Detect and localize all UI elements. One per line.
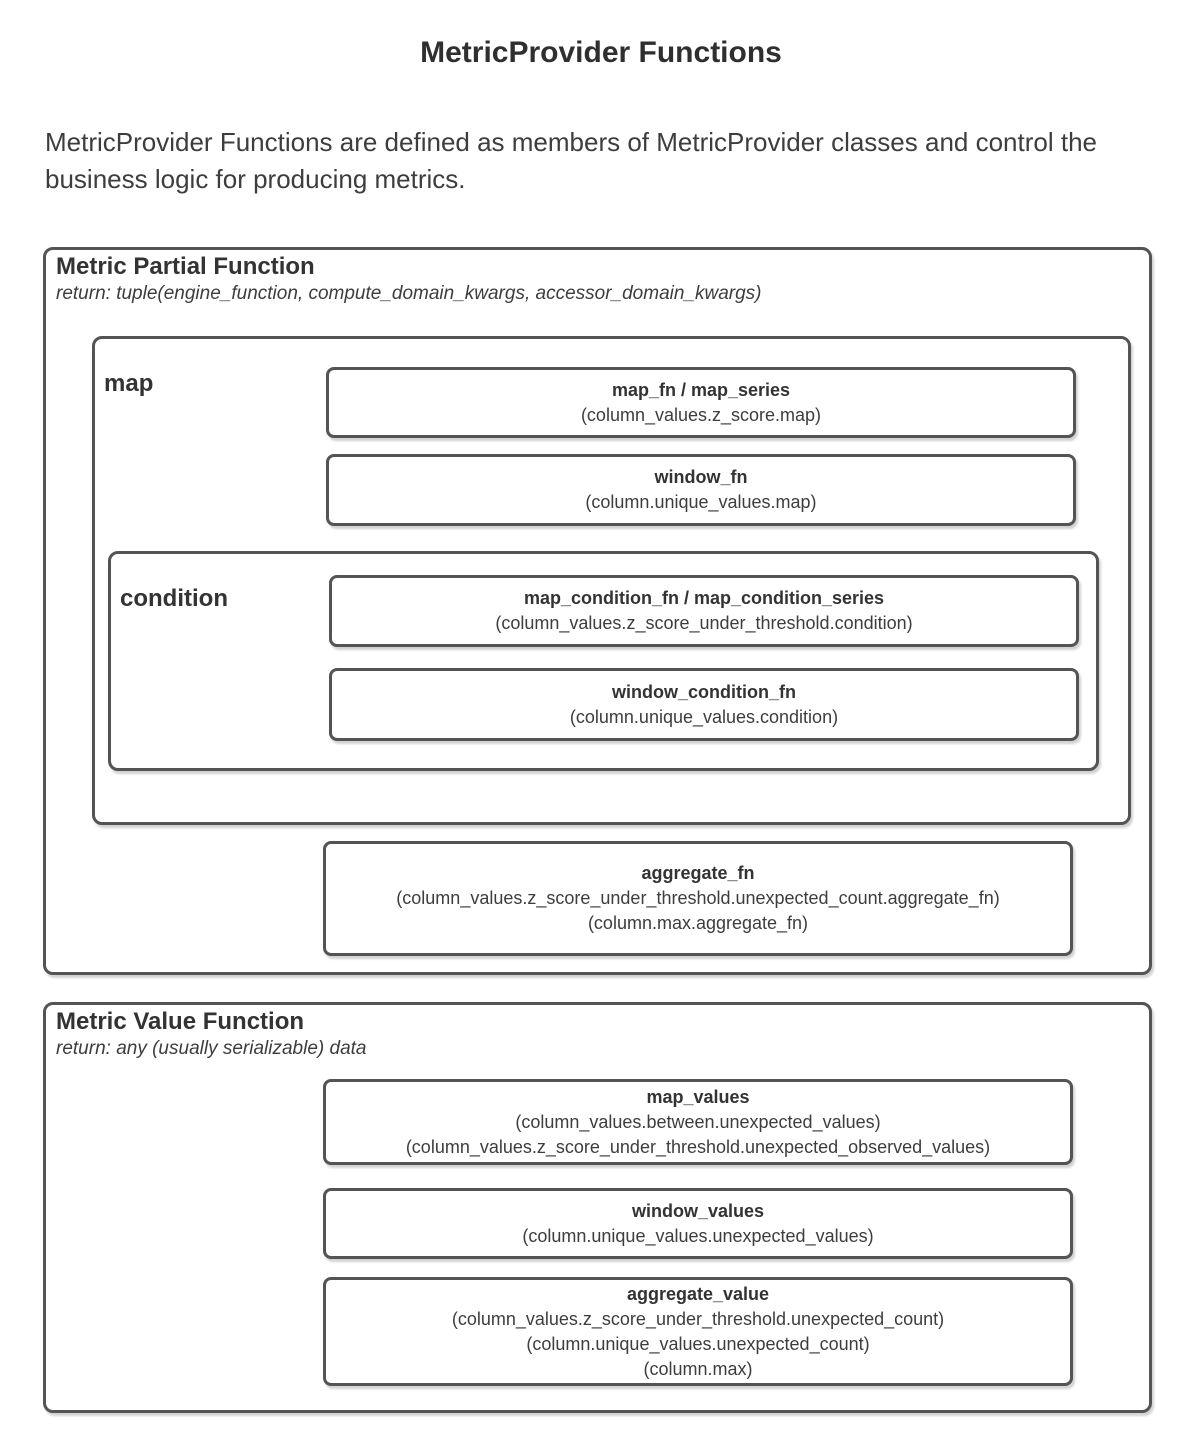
map-fn-example: (column_values.z_score.map) [580, 404, 822, 425]
map-fn-box: map_fn / map_series (column_values.z_sco… [326, 367, 1076, 438]
map-condition-fn-example: (column_values.z_score_under_threshold.c… [495, 613, 913, 633]
metric-partial-function-header: Metric Partial Function [56, 253, 315, 280]
window-fn-title: window_fn [654, 467, 748, 487]
metric-partial-function-return-note: return: tuple(engine_function, compute_d… [56, 283, 762, 304]
aggregate-fn-example-1: (column_values.z_score_under_threshold.u… [396, 888, 1000, 908]
intro-paragraph: MetricProvider Functions are defined as … [45, 127, 1097, 194]
window-fn-box: window_fn (column.unique_values.map) [326, 454, 1076, 526]
window-condition-fn-box: window_condition_fn (column.unique_value… [329, 668, 1079, 741]
map-values-title: map_values [646, 1086, 750, 1107]
map-values-example-1: (column_values.between.unexpected_values… [515, 1111, 881, 1132]
map-values-example-2: (column_values.z_score_under_threshold.u… [405, 1136, 991, 1157]
map-group-box: map map_fn / map_series (column_values.z… [92, 336, 1131, 825]
window-values-box: window_values (column.unique_values.unex… [323, 1188, 1073, 1259]
metric-value-function-header: Metric Value Function [56, 1008, 305, 1035]
metric-value-function-box: Metric Value Function return: any (usual… [43, 1002, 1152, 1413]
map-condition-fn-box: map_condition_fn / map_condition_series … [329, 575, 1079, 647]
aggregate-fn-title: aggregate_fn [641, 863, 755, 883]
window-fn-example: (column.unique_values.map) [585, 492, 817, 512]
metric-value-function-return-note: return: any (usually serializable) data [56, 1038, 367, 1059]
metric-partial-function-box: Metric Partial Function return: tuple(en… [43, 247, 1152, 975]
aggregate-fn-box: aggregate_fn (column_values.z_score_unde… [323, 841, 1073, 956]
map-group-label: map [104, 370, 154, 397]
condition-group-box: condition map_condition_fn / map_conditi… [108, 551, 1099, 771]
map-condition-fn-title: map_condition_fn / map_condition_series [523, 588, 885, 608]
aggregate-fn-example-2: (column.max.aggregate_fn) [587, 913, 809, 933]
window-values-example: (column.unique_values.unexpected_values) [522, 1225, 874, 1246]
aggregate-value-example-3: (column.max) [643, 1358, 753, 1379]
window-values-title: window_values [631, 1200, 765, 1221]
aggregate-value-box: aggregate_value (column_values.z_score_u… [323, 1277, 1073, 1386]
page-title: MetricProvider Functions [420, 36, 782, 69]
window-condition-fn-title: window_condition_fn [612, 681, 796, 702]
window-condition-fn-example: (column.unique_values.condition) [569, 706, 839, 727]
map-values-box: map_values (column_values.between.unexpe… [323, 1079, 1073, 1165]
aggregate-value-example-1: (column_values.z_score_under_threshold.u… [451, 1308, 945, 1329]
map-fn-title: map_fn / map_series [611, 379, 791, 400]
condition-group-label: condition [120, 585, 228, 612]
aggregate-value-title: aggregate_value [626, 1283, 770, 1304]
aggregate-value-example-2: (column.unique_values.unexpected_count) [526, 1333, 870, 1354]
